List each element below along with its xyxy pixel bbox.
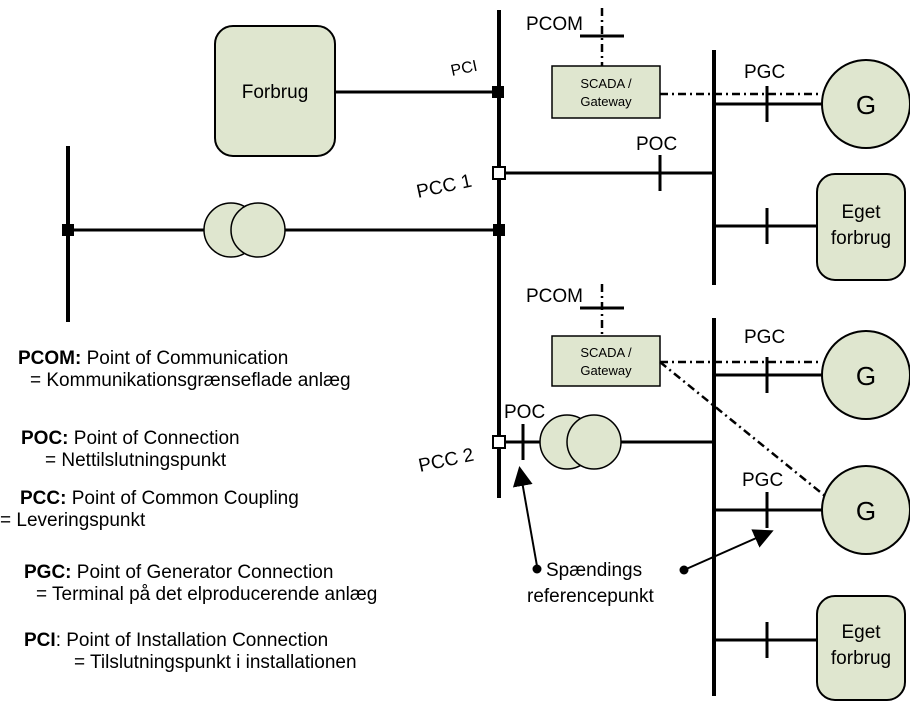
legend-pgc: PGC: Point of Generator Connection = Ter… [24, 562, 377, 606]
generator-top-symbol: G [856, 90, 876, 120]
legend-poc-desc: Point of Connection [73, 428, 240, 449]
pcc1-node [492, 166, 506, 180]
scada-top-box [551, 65, 661, 119]
pgc-mid-label: PGC [744, 327, 785, 348]
legend-poc-sub: = Nettilslutningspunkt [45, 450, 227, 471]
legend-pcom: PCOM: Point of Communication = Kommunika… [18, 348, 351, 392]
eget-top-line1: Eget [841, 202, 881, 223]
legend-pcom-line: PCOM: Point of Communication [18, 348, 351, 370]
transformer-1-coil-b [230, 202, 286, 258]
generator-low-symbol: G [856, 496, 876, 526]
eget-bottom-line1: Eget [841, 622, 881, 643]
scada-top-line2: Gateway [580, 94, 632, 109]
scada-bottom-line1: SCADA / [580, 345, 632, 360]
pci-label: PCI [449, 58, 479, 80]
poc-top-label: POC [636, 134, 677, 155]
pgc-top-label: PGC [744, 62, 785, 83]
legend-pci: PCI: Point of Installation Connection = … [24, 630, 357, 674]
generator-mid [821, 330, 910, 420]
scada-top-line1: SCADA / [580, 76, 632, 91]
legend-pcc: PCC: Point of Common Coupling = Levering… [0, 488, 299, 532]
legend-pci-desc: : Point of Installation Connection [55, 630, 329, 651]
ref-label-line1: Spændings [546, 560, 642, 581]
transformer-2-coil-b [566, 414, 622, 470]
forbrug-label: Forbrug [242, 82, 309, 103]
ref-label-line2: referencepunkt [527, 586, 654, 607]
generator-low [821, 465, 910, 555]
legend-poc-line: POC: Point of Connection [21, 428, 240, 450]
legend-pci-term: PCI [24, 630, 56, 651]
scada-bottom-line2: Gateway [580, 363, 632, 378]
legend-pcc-term: PCC: [20, 488, 67, 509]
eget-bottom-line2: forbrug [831, 648, 891, 669]
main-bus-node [493, 224, 505, 236]
ref-arrow-right [683, 529, 774, 571]
scada-bottom-box [551, 335, 661, 387]
pcom-top-label: PCOM [526, 14, 583, 35]
pcc2-label: PCC 2 [417, 445, 476, 477]
legend-poc-term: POC: [21, 428, 69, 449]
ref-dot-left [532, 564, 542, 574]
legend-pgc-sub: = Terminal på det elproducerende anlæg [36, 584, 378, 605]
pcom-bottom-label: PCOM [526, 286, 583, 307]
generator-top [821, 59, 910, 149]
legend-poc: POC: Point of Connection = Nettilslutnin… [21, 428, 240, 472]
pcc2-node [492, 435, 506, 449]
legend-pcom-desc: Point of Communication [86, 348, 289, 369]
legend-pcom-sub: = Kommunikationsgrænseflade anlæg [30, 370, 351, 391]
legend-pgc-term: PGC: [24, 562, 72, 583]
eget-bottom-box [816, 595, 906, 701]
pcc1-label: PCC 1 [415, 171, 474, 203]
legend-pcom-term: PCOM: [18, 348, 82, 369]
legend-pgc-line: PGC: Point of Generator Connection [24, 562, 377, 584]
generator-mid-symbol: G [856, 361, 876, 391]
legend-pci-sub: = Tilslutningspunkt i installationen [74, 652, 357, 673]
legend-pcc-sub: = Leveringspunkt [0, 510, 146, 531]
pgc-low-label: PGC [742, 470, 783, 491]
eget-top-line2: forbrug [831, 228, 891, 249]
legend-pci-line: PCI: Point of Installation Connection [24, 630, 357, 652]
ref-dot-right [679, 565, 689, 575]
legend-pgc-desc: Point of Generator Connection [76, 562, 334, 583]
legend-pcc-line: PCC: Point of Common Coupling [0, 488, 299, 510]
eget-top-box [816, 173, 906, 281]
pci-node [492, 86, 504, 98]
legend-pcc-desc: Point of Common Coupling [71, 488, 299, 509]
poc-bottom-label: POC [504, 402, 545, 423]
ref-arrow-left [512, 466, 538, 567]
scada-bottom-comm-b [659, 361, 831, 501]
